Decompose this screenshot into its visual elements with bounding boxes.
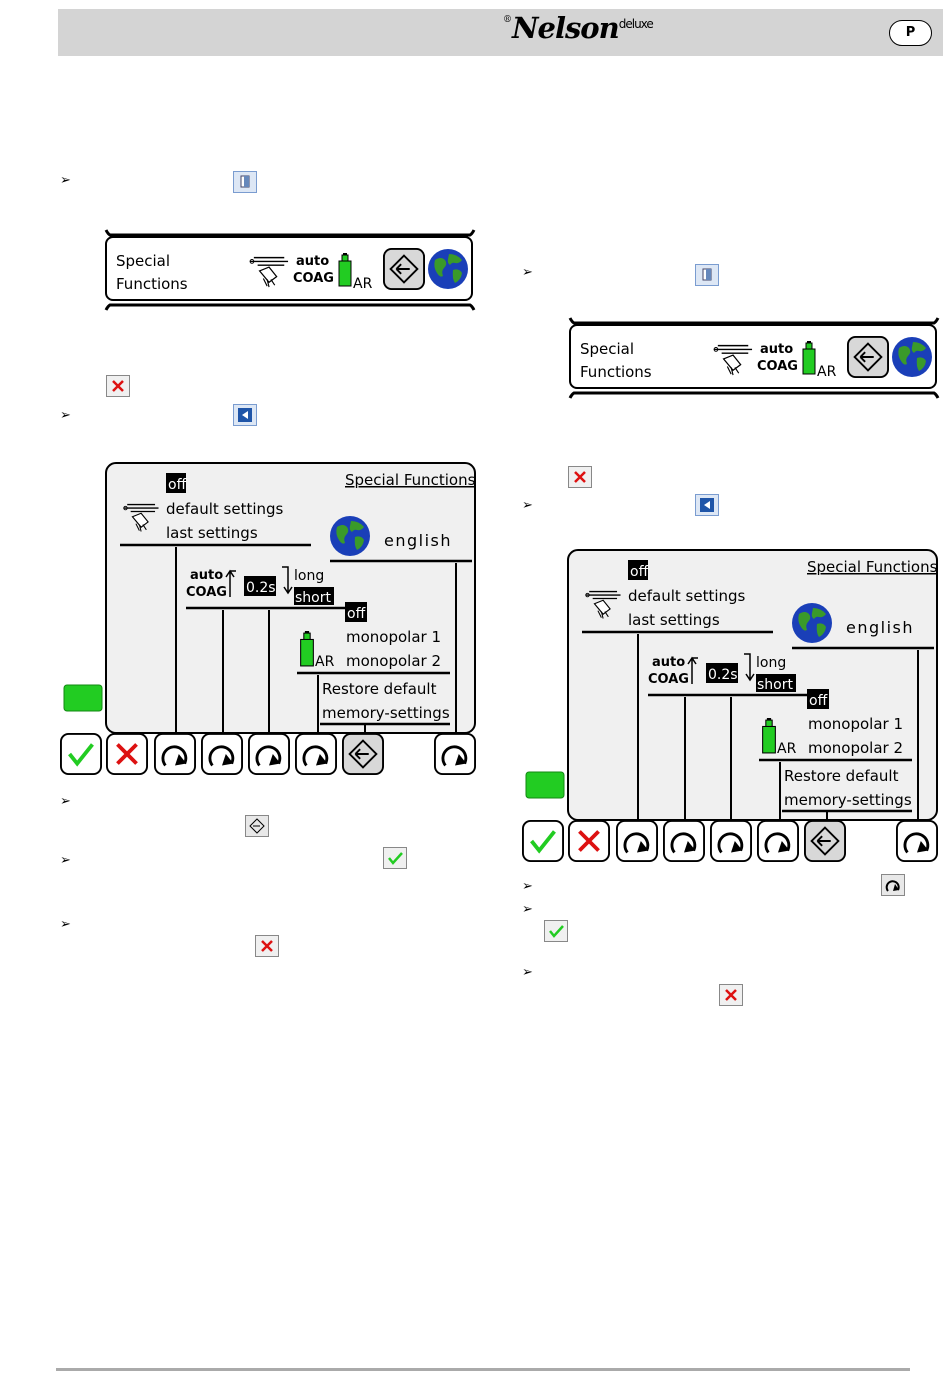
ar-label: AR [353,276,373,292]
bullet-marker: ➢ [60,173,71,188]
globe-icon [428,249,468,289]
panel-title-line2: Functions [116,275,188,293]
bullet-marker: ➢ [60,794,71,809]
brand-logo: ®Nelsondeluxe [503,11,654,45]
page-language-badge: P [889,20,932,46]
menu-page-icon[interactable] [233,171,257,193]
svg-text:auto: auto [760,342,793,357]
globe-icon [330,516,370,556]
bullet-marker: ➢ [522,902,533,917]
bullet-marker: ➢ [60,917,71,932]
cancel-mini-icon[interactable] [106,375,130,397]
svg-text:monopolar 2: monopolar 2 [808,739,903,757]
coag-label: COAG [293,271,334,286]
confirm-mini-icon[interactable] [544,920,568,942]
confirm-button [60,733,102,775]
option-last-settings: last settings [166,524,258,542]
diamond-mini-icon[interactable] [245,815,269,837]
panel-title-line1: Special [116,252,170,270]
special-functions-menu-panel: Special Functions off default settings l… [522,549,938,862]
cancel-mini-icon[interactable] [568,466,592,488]
cancel-button [106,733,148,775]
svg-text:AR: AR [777,741,797,757]
restore-line1: Restore default [322,680,437,698]
svg-text:last settings: last settings [628,611,720,629]
time-value: 0.2s [246,580,276,596]
language-value: english [384,531,452,550]
page-header [58,9,943,56]
svg-text:long: long [756,655,786,671]
svg-text:COAG: COAG [757,359,798,374]
confirm-mini-icon[interactable] [383,847,407,869]
restore-line2: memory-settings [322,704,450,722]
special-functions-header-panel: Special Functions auto COAG AR [568,317,940,399]
bullet-marker: ➢ [522,879,533,894]
svg-text:Restore default: Restore default [784,767,899,785]
option-default-settings: default settings [166,500,284,518]
cancel-mini-icon[interactable] [255,935,279,957]
option-off: off [168,477,187,493]
arrow-mini-icon[interactable] [881,874,905,896]
special-functions-menu-panel: Special Functions off default settings l… [60,462,476,775]
bullet-marker: ➢ [522,965,533,980]
option-short: short [295,590,331,606]
svg-text:AR: AR [315,654,335,670]
left-arrow-mini-icon[interactable] [695,494,719,516]
svg-text:off: off [809,693,828,709]
svg-text:auto: auto [652,655,685,670]
svg-text:monopolar 1: monopolar 1 [808,715,903,733]
menu-title: Special Functions [345,471,476,489]
back-diamond-icon [383,248,425,290]
auto-label: auto [296,254,329,269]
svg-text:COAG: COAG [648,672,689,687]
svg-text:auto: auto [190,568,223,583]
svg-text:short: short [757,677,793,693]
bullet-marker: ➢ [60,408,71,423]
bullet-marker: ➢ [60,853,71,868]
option-long: long [294,568,324,584]
svg-text:0.2s: 0.2s [708,667,738,683]
footer-rule [56,1368,910,1371]
svg-text:english: english [846,618,914,637]
menu-page-icon[interactable] [695,264,719,286]
svg-text:Special: Special [580,340,634,358]
svg-text:memory-settings: memory-settings [784,791,912,809]
svg-text:off: off [630,564,649,580]
bullet-marker: ➢ [522,265,533,280]
option-monopolar-1: monopolar 1 [346,628,441,646]
svg-text:default settings: default settings [628,587,746,605]
svg-text:COAG: COAG [186,585,227,600]
svg-text:Functions: Functions [580,363,652,381]
left-arrow-mini-icon[interactable] [233,404,257,426]
bullet-marker: ➢ [522,498,533,513]
svg-text:Special Functions: Special Functions [807,558,938,576]
special-functions-header-panel: Special Functions auto COAG AR [104,229,476,311]
svg-text:AR: AR [817,364,837,380]
cancel-mini-icon[interactable] [719,984,743,1006]
mono-off: off [347,606,366,622]
option-monopolar-2: monopolar 2 [346,652,441,670]
